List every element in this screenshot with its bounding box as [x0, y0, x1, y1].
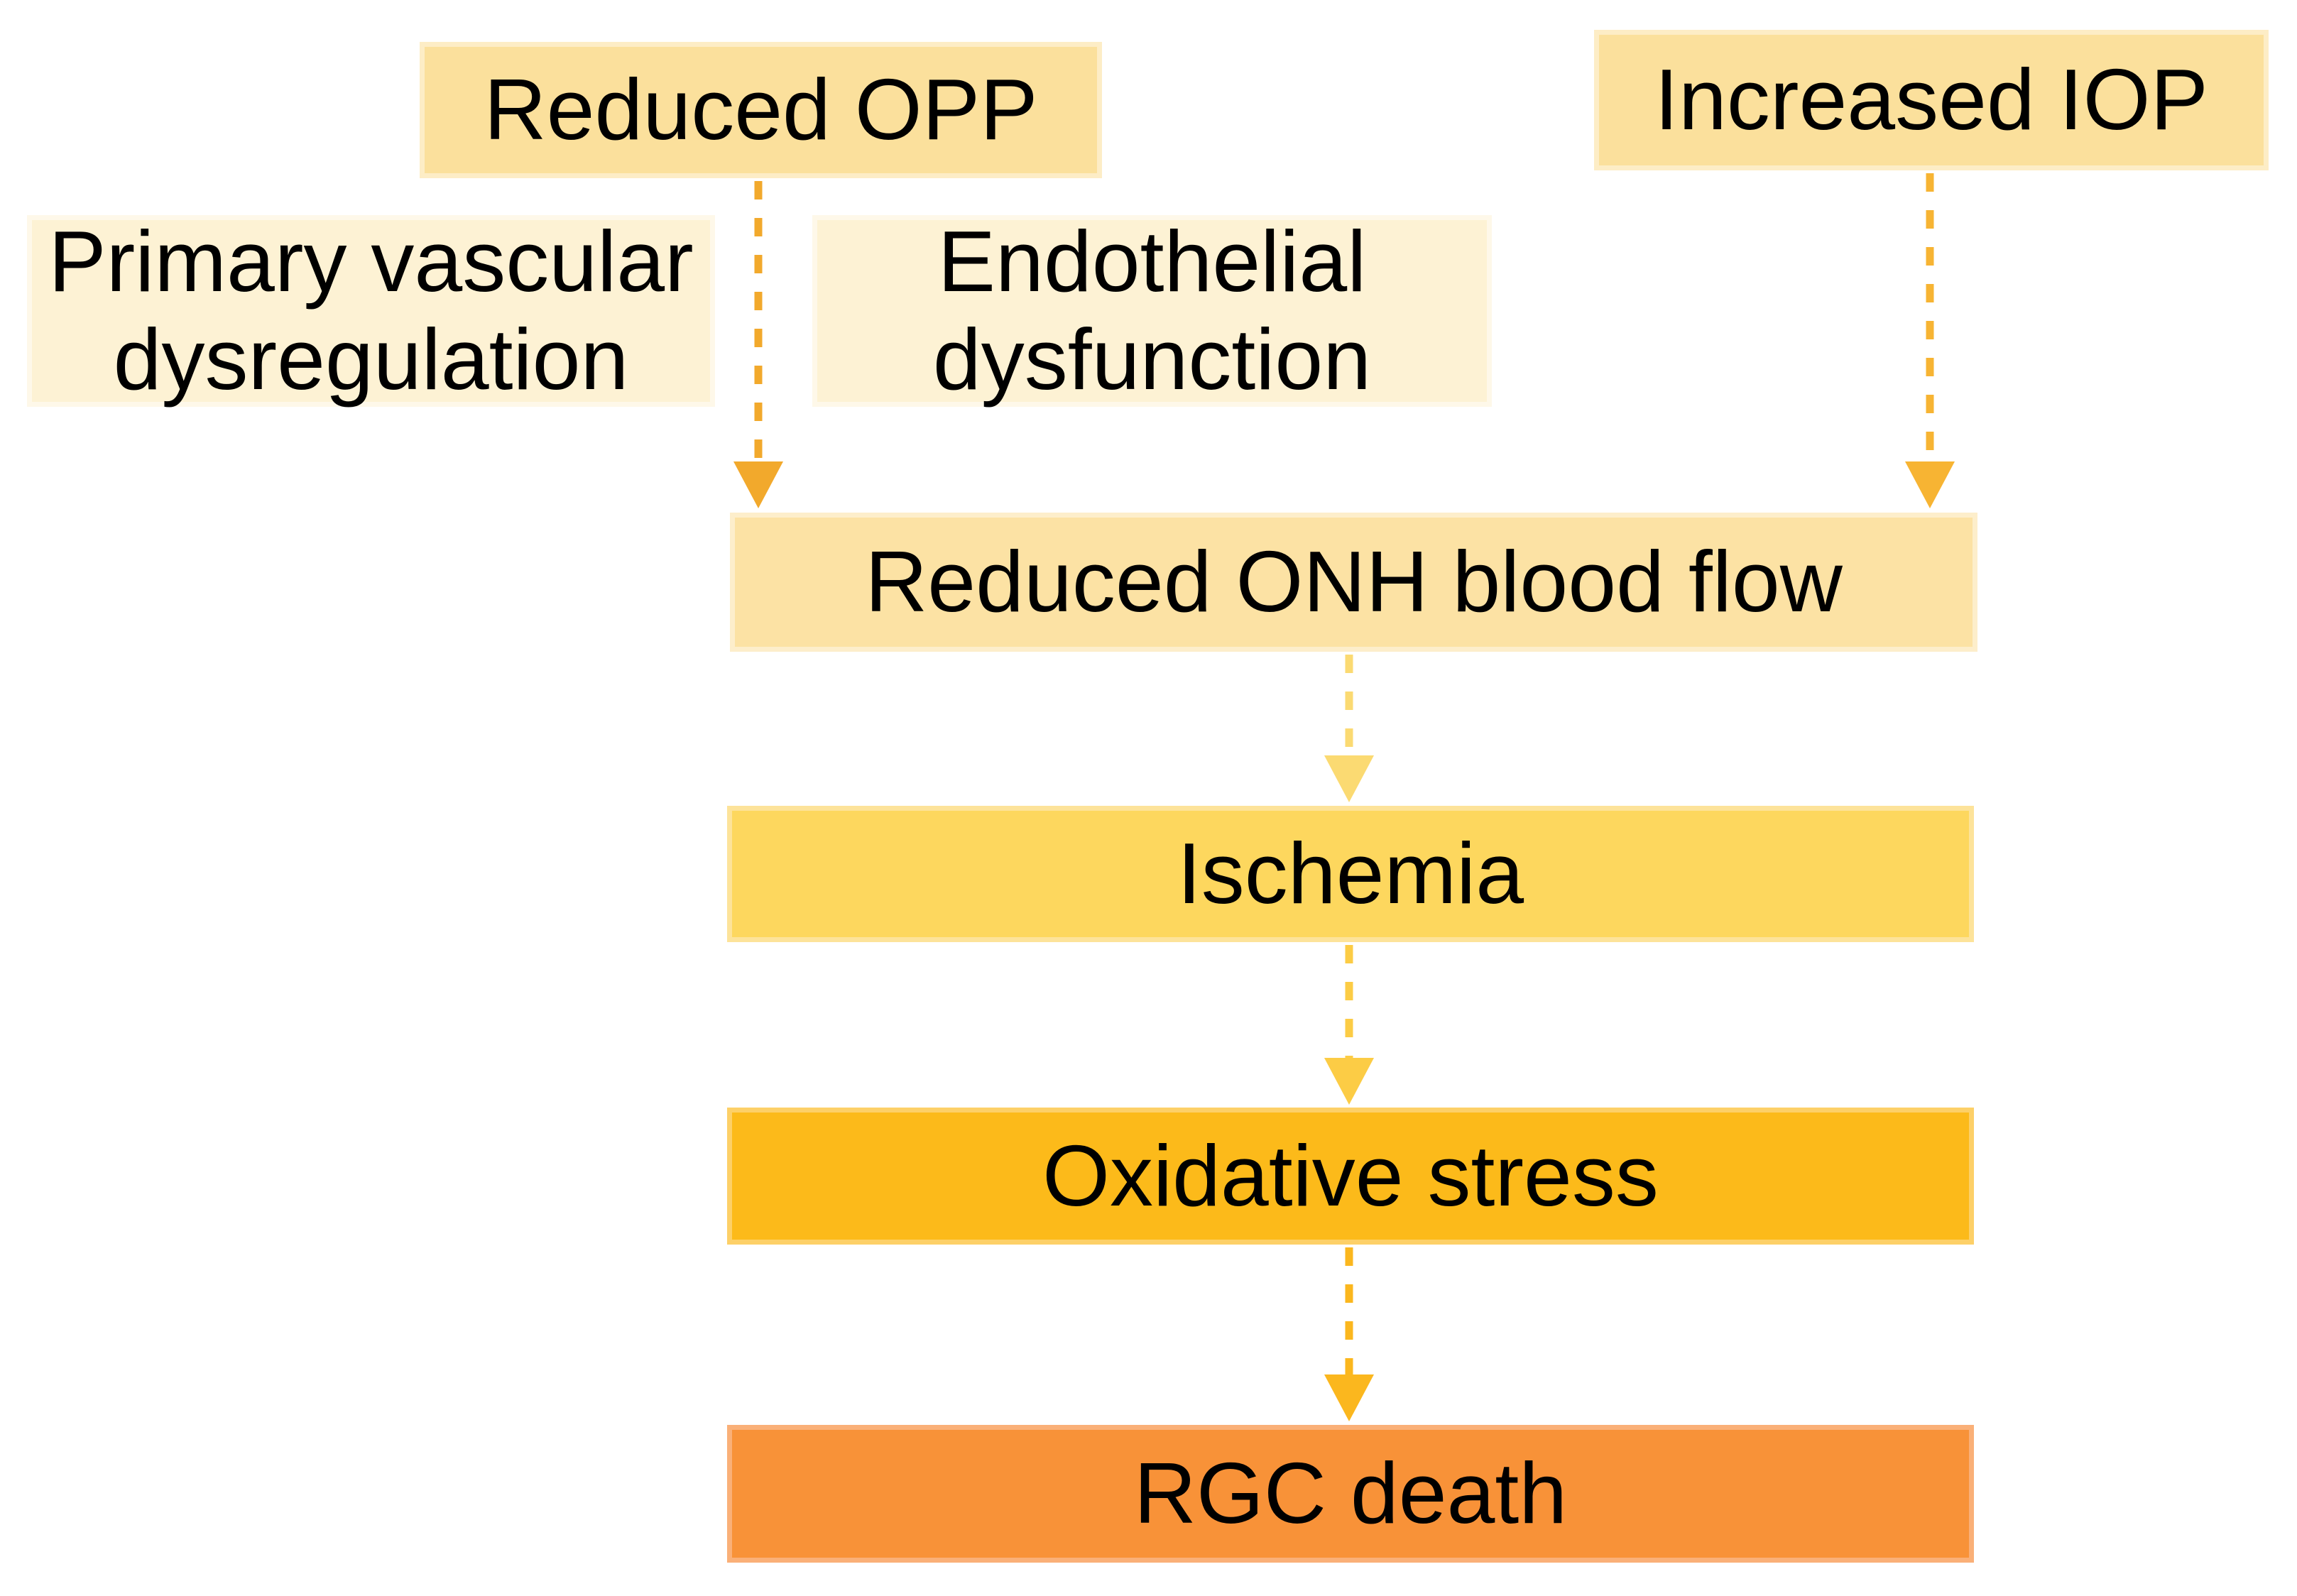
rgc-death-box: RGC death: [727, 1425, 1974, 1563]
arrow-oxidative-to-rgc-death-arrowhead-icon: [1324, 1374, 1374, 1421]
reduced-onh-blood-flow-label: Reduced ONH blood flow: [865, 533, 1843, 630]
primary-vascular-dysregulation-label: Primary vascular dysregulation: [48, 213, 694, 408]
endothelial-dysfunction-label: Endothelial dysfunction: [932, 213, 1372, 408]
arrow-reduced-opp-to-onh: [733, 181, 783, 508]
arrow-oxidative-to-rgc-death: [1324, 1247, 1374, 1421]
arrow-onh-to-ischemia: [1324, 655, 1374, 802]
reduced-opp-box: Reduced OPP: [420, 42, 1102, 178]
reduced-opp-label: Reduced OPP: [484, 61, 1038, 158]
arrow-onh-to-ischemia-arrowhead-icon: [1324, 755, 1374, 802]
arrow-ischemia-to-oxidative-arrowhead-icon: [1324, 1058, 1374, 1105]
arrow-increased-iop-to-onh: [1905, 173, 1955, 508]
arrow-increased-iop-to-onh-arrowhead-icon: [1905, 461, 1955, 508]
arrow-reduced-opp-to-onh-arrowhead-icon: [733, 461, 783, 508]
increased-iop-label: Increased IOP: [1654, 51, 2208, 148]
primary-vascular-dysregulation-box: Primary vascular dysregulation: [27, 213, 715, 408]
increased-iop-box: Increased IOP: [1594, 30, 2269, 170]
endothelial-dysfunction-box: Endothelial dysfunction: [812, 213, 1492, 408]
ischemia-box: Ischemia: [727, 806, 1974, 942]
reduced-onh-blood-flow-box: Reduced ONH blood flow: [730, 513, 1977, 652]
oxidative-stress-label: Oxidative stress: [1042, 1127, 1659, 1224]
ischemia-label: Ischemia: [1177, 825, 1524, 922]
arrow-ischemia-to-oxidative: [1324, 945, 1374, 1105]
oxidative-stress-box: Oxidative stress: [727, 1108, 1974, 1245]
rgc-death-label: RGC death: [1133, 1445, 1568, 1542]
